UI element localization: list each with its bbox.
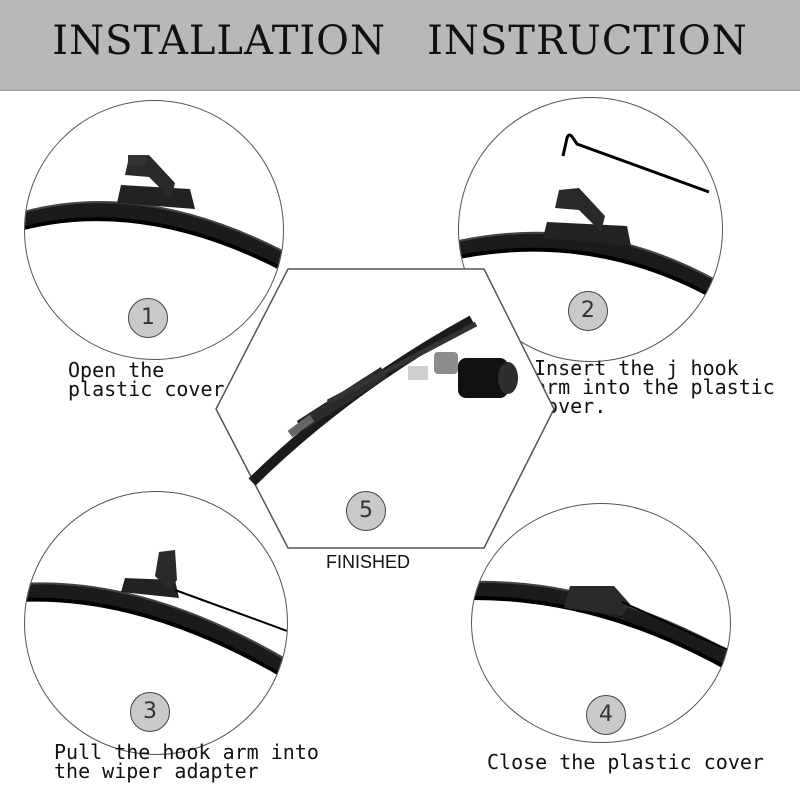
- step-2-caption-line: cover.: [534, 394, 607, 418]
- step-4-caption-line: Close the plastic cover: [487, 750, 764, 774]
- step-5-badge: 5: [346, 491, 386, 531]
- step-4-caption: Close the plastic cover: [487, 750, 764, 774]
- step-5-illustration: [208, 268, 558, 558]
- step-2-badge: 2: [568, 291, 608, 331]
- step-3-caption-line: the wiper adapter: [54, 759, 259, 783]
- step-3-illustration: [24, 491, 288, 755]
- step-3-badge: 3: [130, 692, 170, 732]
- step-3-caption-line: Pull the hook arm into: [54, 740, 319, 764]
- step-4-badge: 4: [586, 695, 626, 735]
- page-title: INSTALLATION INSTRUCTION: [52, 18, 748, 64]
- header-banner: INSTALLATION INSTRUCTION: [0, 0, 800, 91]
- step-1-caption-line: plastic cover: [68, 377, 225, 401]
- step-2-caption-line: Insert the j hook: [534, 356, 739, 380]
- step-2-caption-line: arm into the plastic: [534, 375, 775, 399]
- step-1-caption-line: Open the: [68, 358, 165, 382]
- step-2-caption: Insert the j hook arm into the plastic c…: [534, 356, 775, 418]
- step-1-caption: Open the plastic cover: [68, 358, 225, 401]
- step-3-caption: Pull the hook arm into the wiper adapter: [54, 740, 319, 783]
- step-1-badge: 1: [128, 298, 168, 338]
- step-5-caption: FINISHED: [326, 552, 411, 572]
